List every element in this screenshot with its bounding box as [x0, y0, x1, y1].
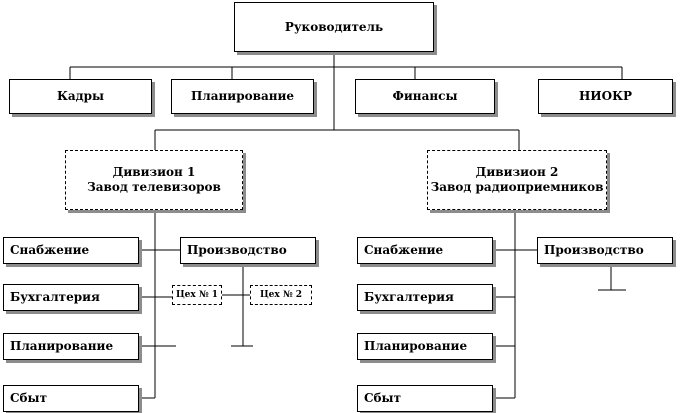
division-1-title: Дивизион 1	[112, 165, 196, 179]
unit-label: Планирование	[364, 339, 468, 353]
division-2-supply: Снабжение	[357, 237, 493, 264]
department-label: НИОКР	[578, 89, 633, 103]
division-1-supply: Снабжение	[3, 237, 139, 264]
division-2-sales: Сбыт	[357, 385, 493, 412]
division-2-title: Дивизион 2	[475, 165, 559, 179]
unit-label: Бухгалтерия	[364, 290, 454, 304]
unit-label: Производство	[187, 243, 287, 257]
department-label: Финансы	[392, 89, 458, 103]
division-1-production: Производство	[180, 237, 316, 264]
head-box: Руководитель	[234, 2, 434, 52]
workshop-1: Цех № 1	[172, 285, 222, 305]
division-2-accounting: Бухгалтерия	[357, 284, 493, 311]
division-2-box: Дивизион 2 Завод радиоприемников	[427, 150, 607, 210]
division-1-subtitle: Завод телевизоров	[87, 180, 221, 194]
unit-label: Сбыт	[364, 391, 402, 405]
department-label: Кадры	[56, 89, 105, 103]
unit-label: Производство	[544, 243, 644, 257]
division-1-accounting: Бухгалтерия	[3, 284, 139, 311]
unit-label: Снабжение	[364, 243, 444, 257]
unit-label: Сбыт	[10, 391, 48, 405]
workshop-label: Цех № 1	[175, 289, 219, 300]
division-2-production: Производство	[537, 237, 673, 264]
department-niokr: НИОКР	[538, 79, 673, 114]
head-label: Руководитель	[284, 19, 384, 34]
workshop-label: Цех № 2	[259, 289, 303, 300]
department-kadry: Кадры	[9, 79, 152, 114]
department-planning: Планирование	[171, 79, 314, 114]
division-2-subtitle: Завод радиоприемников	[430, 180, 604, 194]
unit-label: Снабжение	[10, 243, 90, 257]
division-1-sales: Сбыт	[3, 385, 139, 412]
unit-label: Планирование	[10, 339, 114, 353]
division-1-box: Дивизион 1 Завод телевизоров	[65, 150, 243, 210]
division-1-planning: Планирование	[3, 333, 139, 360]
department-label: Планирование	[190, 89, 295, 103]
division-2-planning: Планирование	[357, 333, 493, 360]
workshop-2: Цех № 2	[250, 285, 312, 305]
department-finance: Финансы	[355, 79, 495, 114]
unit-label: Бухгалтерия	[10, 290, 100, 304]
